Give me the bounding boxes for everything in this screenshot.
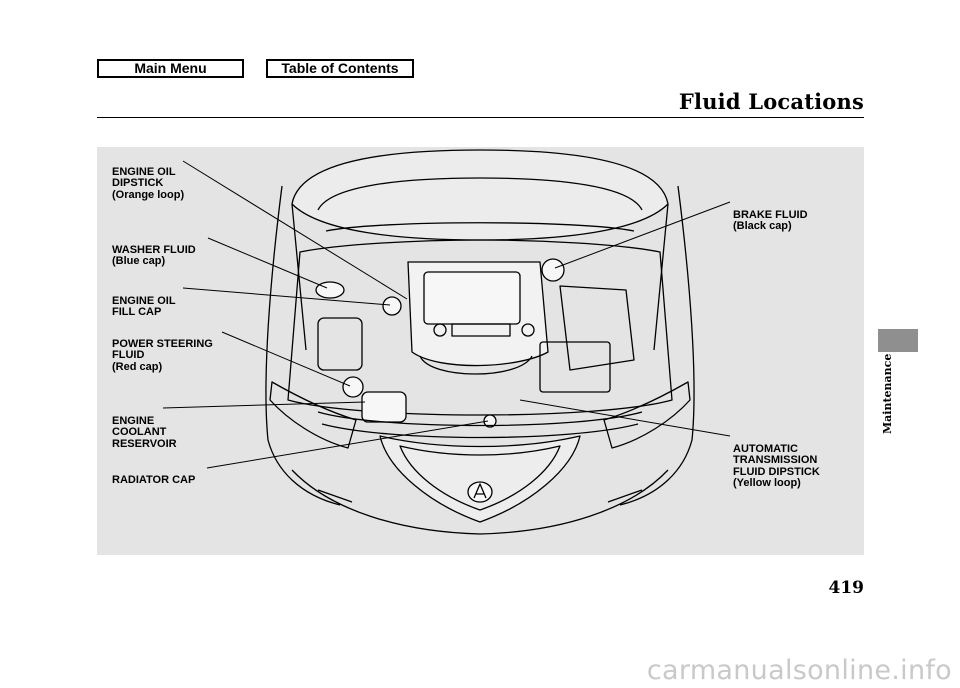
air-box [559,285,635,371]
page-number: 419 [828,578,865,598]
leader-power-steering-fluid [221,331,351,387]
front-grille [379,435,581,523]
hood-strut-right [653,203,669,351]
grille-inner [399,445,561,511]
hood-strut-left [291,203,307,351]
callout-label: BRAKE FLUID [733,208,808,221]
radiator-cap [483,414,497,428]
section-tab-marker [878,329,918,352]
leader-engine-oil-fill-cap [182,287,391,306]
power-steering-cap [342,376,364,398]
callout-note: (Yellow loop) [733,477,801,489]
callout-label: ENGINE OIL FILL CAP [112,294,176,318]
page-title: Fluid Locations [678,89,864,114]
engine-cover-plate [423,271,521,325]
intake-manifold [419,355,533,375]
battery [539,341,611,393]
brake-fluid-cap [541,258,565,282]
engine-cover-bolt-left [433,323,447,337]
callout-engine-coolant-reservoir: ENGINE COOLANT RESERVOIR [112,404,177,450]
coolant-reservoir [361,391,407,423]
callout-brake-fluid: BRAKE FLUID (Black cap) [733,198,808,244]
washer-fluid-cap [315,281,345,299]
oil-fill-cap [382,296,402,316]
fog-light-left [317,489,353,503]
title-divider [97,117,864,118]
front-bumper [291,469,669,535]
table-of-contents-button[interactable]: Table of Contents [266,59,414,78]
left-headlight [269,381,357,449]
section-label: Maintenance [881,353,894,434]
leader-radiator-cap [206,420,489,469]
right-fender [619,185,695,506]
callout-engine-oil-fill-cap: ENGINE OIL FILL CAP [112,284,176,319]
callout-label: ENGINE OIL DIPSTICK [112,165,176,189]
callout-note: (Black cap) [733,220,792,232]
watermark: carmanualsonline.info [646,655,952,686]
callout-radiator-cap: RADIATOR CAP [112,463,195,486]
callout-label: ENGINE COOLANT RESERVOIR [112,414,177,450]
left-fender [265,185,341,506]
callout-label: POWER STEERING FLUID [112,337,213,361]
leader-automatic-transmission-dipstick [519,399,731,437]
engine-cover-slot [451,323,511,337]
callout-note: (Blue cap) [112,255,166,267]
engine-cover-bolt-right [521,323,535,337]
leader-engine-oil-dipstick [182,160,408,300]
leader-engine-coolant-reservoir [162,401,366,409]
leader-washer-fluid [207,237,328,289]
hood-rib [325,222,635,232]
acura-badge-mark [473,483,487,499]
callout-note: (Red cap) [112,360,163,373]
callout-automatic-transmission-fluid-dipstick: AUTOMATIC TRANSMISSION FLUID DIPSTICK (Y… [733,432,820,501]
callout-engine-oil-dipstick: ENGINE OIL DIPSTICK (Orange loop) [112,155,184,213]
callout-note: (Orange loop) [112,188,185,201]
leader-brake-fluid [554,201,731,269]
callout-label: AUTOMATIC TRANSMISSION FLUID DIPSTICK [733,442,820,478]
fog-light-right [607,489,643,503]
callout-label: WASHER FLUID [112,243,196,256]
callout-washer-fluid: WASHER FLUID (Blue cap) [112,233,196,279]
hood-inner-edge [317,177,643,211]
right-headlight [603,381,691,449]
hood [291,149,669,241]
engine-bay-edge [287,239,673,416]
main-menu-button[interactable]: Main Menu [97,59,244,78]
callout-power-steering-fluid: POWER STEERING FLUID (Red cap) [112,327,213,385]
callout-label: RADIATOR CAP [112,473,196,486]
power-steering-reservoir [317,317,363,371]
